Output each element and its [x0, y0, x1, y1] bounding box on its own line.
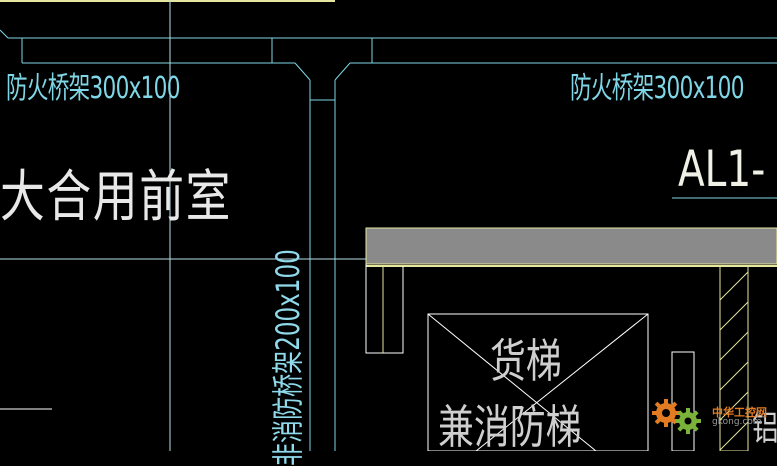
- tray-label-right: 防火桥架300x100: [570, 71, 744, 106]
- hatched-wall: [719, 265, 749, 451]
- elevator-cross-2: [475, 313, 649, 451]
- elevator-shaft: [427, 313, 649, 451]
- watermark-logo: 中华工控网 gkong.com: [650, 397, 767, 437]
- tee-left-diagonal: [294, 62, 311, 81]
- vertical-tray-label: 非消防桥架200x100: [269, 249, 307, 466]
- elevator-label-line1: 货梯: [490, 334, 562, 388]
- elevator-label-line2: 兼消防梯: [438, 400, 582, 454]
- watermark-site-name: 中华工控网: [712, 406, 767, 419]
- small-riser-box: [671, 351, 695, 451]
- room-name-label: 大合用前室: [0, 165, 232, 230]
- tray-left-diagonal: [0, 29, 9, 39]
- gear-icon: [652, 399, 701, 434]
- tray-label-left: 防火桥架300x100: [6, 71, 180, 106]
- watermark-site-url: gkong.com: [712, 417, 762, 427]
- cad-drawing-canvas[interactable]: [0, 0, 777, 451]
- panel-tag-label: AL1-: [678, 140, 766, 198]
- wall-hatching: [719, 271, 749, 451]
- gray-beam: [365, 227, 777, 265]
- tee-right-diagonal: [334, 62, 351, 81]
- partial-glyph-label: 铝: [752, 409, 777, 449]
- elevator-cross-1: [427, 313, 597, 451]
- wall-outline-left: [365, 264, 404, 354]
